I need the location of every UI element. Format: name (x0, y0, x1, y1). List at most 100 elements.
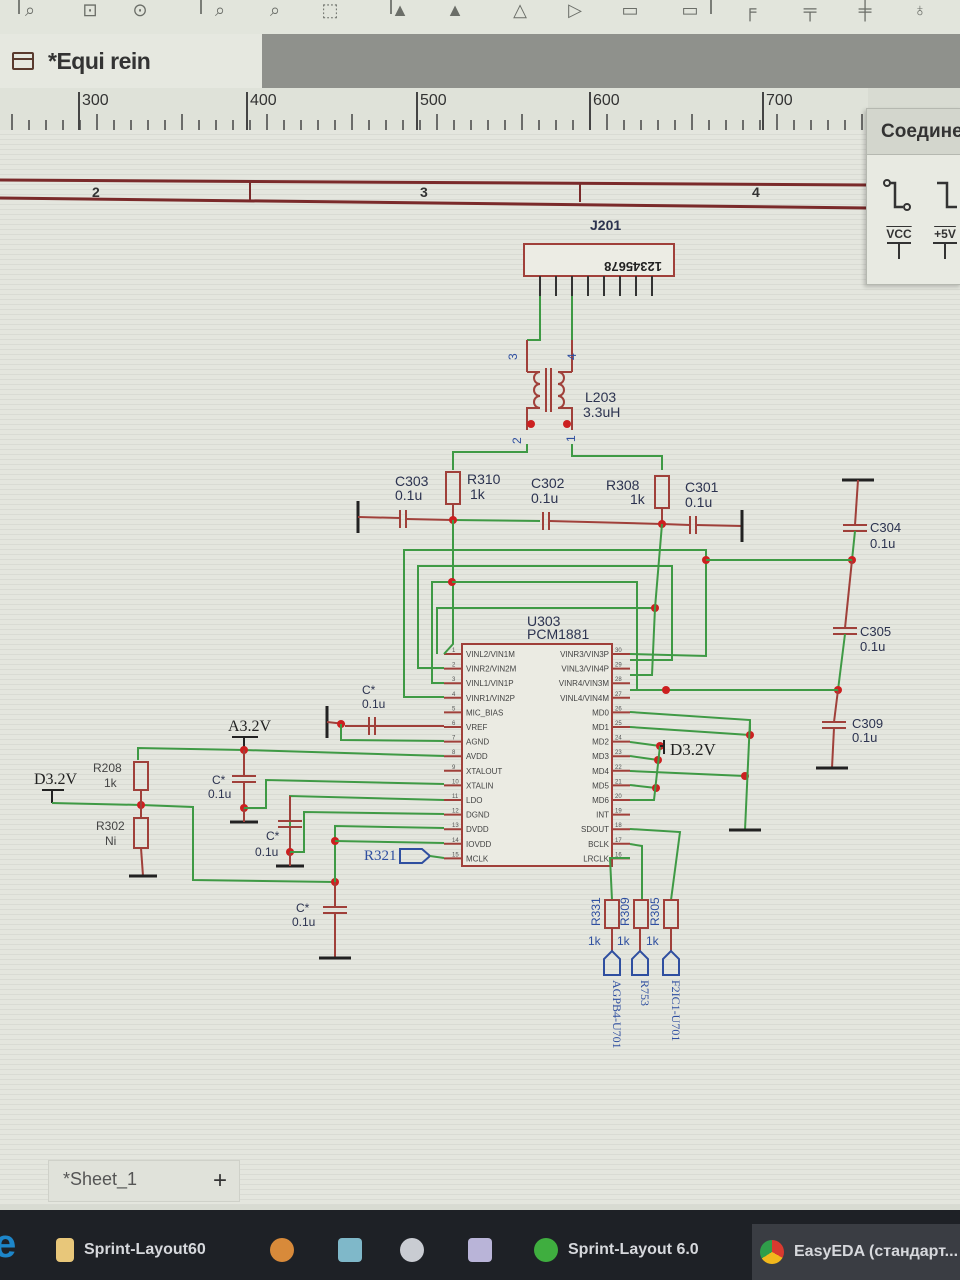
align-top-icon[interactable]: ▭ (681, 0, 699, 20)
wire[interactable] (417, 565, 673, 669)
ic-pin-name: VINL3/VIN4P (561, 665, 609, 674)
zoom-out-icon[interactable]: ⌕ (214, 0, 226, 20)
taskbar-item-sprint-layout[interactable]: Sprint-Layout 6.0 (534, 1228, 754, 1272)
wire[interactable] (436, 607, 655, 654)
ic-pin-name: INT (596, 811, 609, 820)
net-port-R321[interactable] (399, 848, 432, 864)
wire[interactable] (51, 802, 336, 883)
wire[interactable] (334, 840, 445, 844)
wire-l203-r308[interactable] (571, 444, 663, 470)
resistor-R331[interactable] (604, 899, 620, 929)
plus5v-symbol[interactable]: +5V (925, 227, 960, 264)
wire[interactable] (629, 784, 657, 789)
connector-pin-numbers: 12345678 (604, 259, 662, 274)
align-bottom-icon[interactable]: ╤ (803, 0, 817, 20)
resistor-R302[interactable] (133, 817, 149, 849)
rect-icon[interactable]: ▭ (621, 0, 639, 20)
connector-ref: J201 (590, 217, 621, 233)
net-port[interactable] (631, 949, 649, 976)
wire[interactable] (403, 549, 707, 698)
wire[interactable] (244, 778, 445, 809)
ic-pin-number: 5 (452, 706, 456, 712)
cap-ref: C301 (685, 479, 719, 495)
add-sheet-button[interactable]: + (213, 1167, 228, 1194)
align-center-icon[interactable]: ▲ (446, 0, 464, 20)
ic-pin-number: 21 (615, 779, 622, 785)
ic-U303[interactable] (461, 643, 613, 867)
distribute-icon[interactable]: ╪ (858, 0, 872, 20)
distribute-v-icon[interactable]: ♁ (913, 0, 927, 20)
wire[interactable] (334, 824, 445, 882)
ic-pin-name: LDO (466, 796, 482, 805)
resistor-R208[interactable] (133, 761, 149, 791)
wire[interactable] (630, 523, 663, 676)
taskbar-item-easyeda[interactable]: EasyEDA (стандарт... (752, 1224, 960, 1280)
triangle-icon[interactable]: ▷ (568, 0, 582, 20)
wire[interactable] (744, 719, 751, 831)
taskbar-item-vs[interactable] (468, 1228, 492, 1272)
taskbar-item-label: EasyEDA (стандарт... (794, 1243, 959, 1260)
zoom-area-icon[interactable]: ⊡ (82, 0, 98, 20)
inductor-coil (533, 383, 541, 397)
ic-pin-name: LRCLK (583, 854, 609, 863)
connector-J201[interactable] (523, 243, 675, 277)
zoom-fit-icon[interactable]: ⊙ (132, 0, 148, 20)
zoom-page-icon[interactable]: ⌕ (269, 0, 281, 20)
taskbar-item-folder[interactable]: Sprint-Layout60 (56, 1228, 256, 1272)
wire-tool-icon[interactable] (867, 171, 960, 231)
junction-dot (662, 686, 670, 694)
wire[interactable] (452, 519, 541, 522)
frame-border (0, 196, 869, 210)
res-value: 1k (646, 934, 660, 948)
taskbar-item-viewer[interactable] (270, 1228, 294, 1272)
wire[interactable] (629, 755, 659, 761)
wire[interactable] (630, 745, 661, 801)
net-port-label: AGPB4-U701 (610, 980, 624, 1049)
resistor-R308[interactable] (654, 475, 670, 509)
select-area-icon[interactable]: ⬚ (321, 0, 339, 20)
wire[interactable] (431, 581, 452, 684)
wire[interactable] (443, 520, 454, 655)
edge-icon[interactable]: e (0, 1222, 17, 1266)
wire[interactable] (629, 843, 643, 900)
wire[interactable] (290, 810, 445, 853)
wire[interactable] (137, 746, 445, 760)
wire[interactable] (340, 724, 445, 742)
wire[interactable] (629, 726, 751, 736)
resistor-R309[interactable] (633, 899, 649, 929)
resistor-R310[interactable] (445, 471, 461, 505)
cap-ref: C* (266, 829, 280, 843)
wire[interactable] (629, 770, 746, 777)
wire-j201-pin1[interactable] (527, 296, 541, 341)
taskbar-item-calculator[interactable] (338, 1228, 362, 1272)
cap-ref: C* (212, 773, 226, 787)
cap-value: 0.1u (208, 787, 231, 801)
sheet-tab[interactable]: *Sheet_1 + (48, 1160, 240, 1202)
zoom-in-icon[interactable]: ⌕ (24, 0, 36, 20)
align-middle-icon[interactable]: ╒ (743, 0, 757, 20)
ruler-label: 700 (762, 92, 793, 130)
wire-l203-r310[interactable] (452, 444, 528, 470)
wire[interactable] (608, 857, 630, 901)
cap-value: 0.1u (395, 487, 422, 503)
vcc-symbol[interactable]: VCC (879, 227, 919, 264)
wire[interactable] (629, 741, 661, 747)
ruler-ticks (11, 114, 863, 130)
taskbar-item-snip[interactable] (400, 1228, 424, 1272)
resistor-R305[interactable] (663, 899, 679, 929)
wire[interactable] (837, 633, 846, 691)
pin-line (831, 727, 835, 769)
document-tab[interactable]: *Equi rein (0, 34, 262, 88)
toolbar-separator (18, 0, 20, 14)
net-port[interactable] (662, 949, 680, 976)
wire[interactable] (629, 828, 682, 901)
net-port-label: R321 (364, 848, 397, 864)
align-left-icon[interactable]: ▲ (391, 0, 409, 20)
ic-pin-name: BCLK (588, 840, 610, 849)
wire[interactable] (429, 855, 445, 859)
align-right-icon[interactable]: △ (513, 0, 527, 20)
net-port[interactable] (603, 949, 621, 976)
sheet-tab-label: *Sheet_1 (63, 1169, 138, 1189)
wire[interactable] (851, 530, 856, 561)
